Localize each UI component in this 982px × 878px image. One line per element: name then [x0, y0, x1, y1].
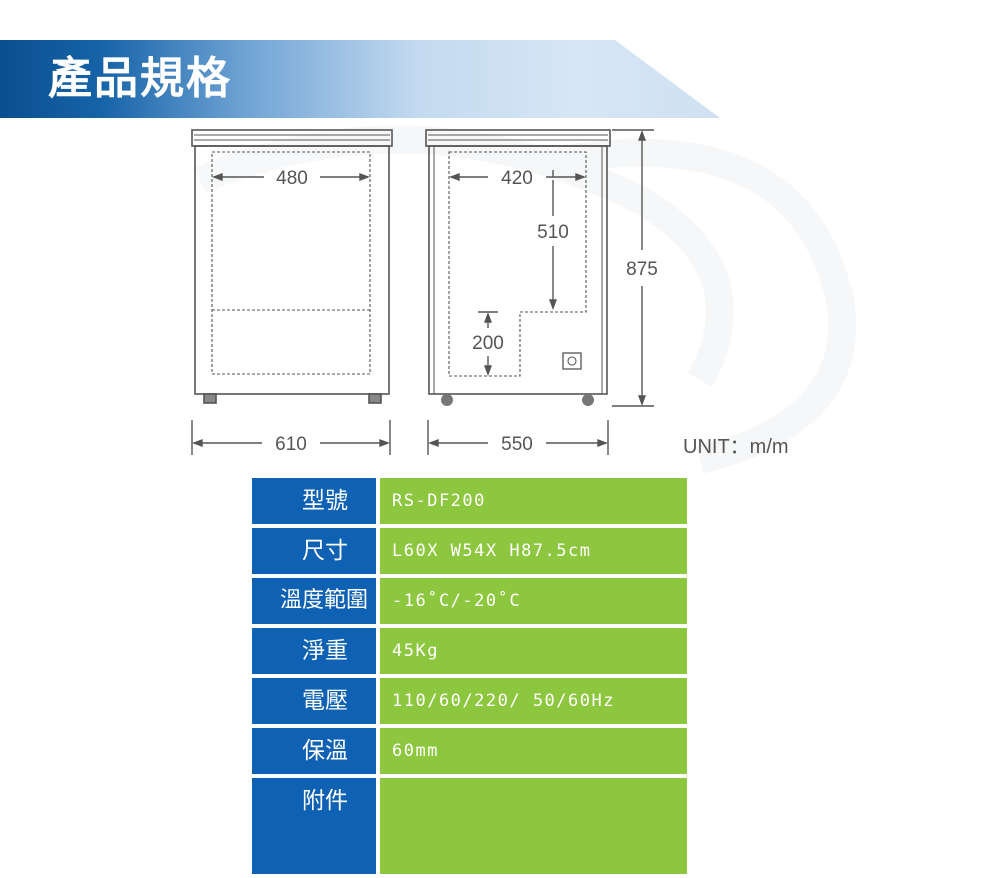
dim-510: [548, 180, 558, 310]
dim-510-label: 510: [537, 222, 569, 243]
dim-875: [612, 129, 654, 407]
spec-row-model: 型號 RS-DF200: [252, 478, 687, 524]
dim-200: [478, 311, 498, 376]
side-view: [425, 129, 611, 395]
spec-row-temperature: 溫度範圍 -16˚C/-20˚C: [252, 578, 687, 624]
title-banner: [0, 40, 720, 118]
spec-value: 60mm: [380, 728, 687, 774]
spec-value: 45Kg: [380, 628, 687, 674]
spec-label: 尺寸: [252, 528, 376, 574]
side-control-box: [562, 352, 582, 370]
page-title: 產品規格: [48, 53, 232, 104]
side-wheel-right: [582, 394, 594, 406]
dim-550-label: 550: [501, 434, 533, 455]
spec-row-weight: 淨重 45Kg: [252, 628, 687, 674]
side-wheel-left: [441, 394, 453, 406]
dimension-drawing: 480 610 420 510: [191, 125, 857, 474]
dim-610-label: 610: [275, 434, 307, 455]
spec-label: 型號: [252, 478, 376, 524]
unit-label: UNIT：m/m: [683, 436, 789, 458]
dim-420: [449, 170, 586, 182]
dim-200-label: 200: [472, 333, 504, 354]
dim-610: [191, 420, 391, 455]
front-foot-left: [203, 393, 217, 404]
side-inner-outline: [448, 151, 587, 377]
front-body: [194, 145, 390, 395]
spec-label: 電壓: [252, 678, 376, 724]
dim-420-label: 420: [501, 168, 533, 189]
side-body: [428, 145, 608, 395]
spec-row-size: 尺寸 L60X W54X H87.5cm: [252, 528, 687, 574]
spec-value: 110/60/220/ 50/60Hz: [380, 678, 687, 724]
spec-table: 型號 RS-DF200 尺寸 L60X W54X H87.5cm 溫度範圍 -1…: [252, 478, 687, 878]
spec-label: 淨重: [252, 628, 376, 674]
spec-row-insulation: 保溫 60mm: [252, 728, 687, 774]
spec-value: [380, 778, 687, 874]
dim-550: [427, 420, 609, 455]
dim-480: [212, 172, 370, 182]
spec-label: 溫度範圍: [252, 578, 376, 624]
spec-value: RS-DF200: [380, 478, 687, 524]
spec-value: -16˚C/-20˚C: [380, 578, 687, 624]
spec-label: 保溫: [252, 728, 376, 774]
dim-480-label: 480: [276, 168, 308, 189]
front-view: [191, 129, 393, 404]
spec-value: L60X W54X H87.5cm: [380, 528, 687, 574]
spec-row-accessories: 附件: [252, 778, 687, 874]
spec-label: 附件: [252, 778, 376, 874]
spec-row-voltage: 電壓 110/60/220/ 50/60Hz: [252, 678, 687, 724]
dim-875-label: 875: [626, 259, 658, 280]
front-foot-right: [368, 393, 382, 404]
